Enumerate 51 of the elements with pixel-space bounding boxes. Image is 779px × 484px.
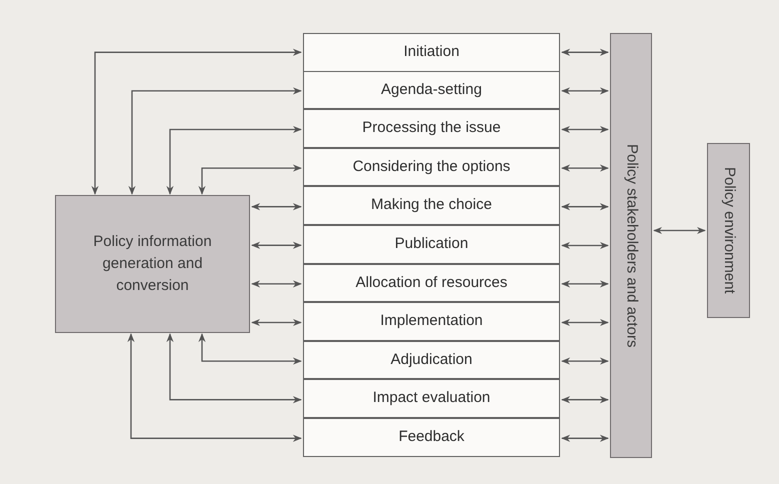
arrow (198, 333, 302, 365)
stage-box (303, 186, 560, 225)
node-label: Agenda-setting (381, 80, 482, 100)
arrow (91, 48, 302, 195)
arrow (128, 87, 302, 195)
node-label: Publication (394, 234, 468, 254)
node-label: Policy environment (720, 167, 739, 294)
stage-box (303, 225, 560, 264)
stage-box (303, 33, 560, 72)
arrow (561, 280, 609, 288)
arrow (251, 280, 302, 288)
arrow (561, 203, 609, 210)
stage-box (303, 302, 560, 341)
arrow (251, 203, 302, 210)
process-box (55, 195, 250, 333)
arrow (561, 126, 609, 134)
arrow (561, 164, 609, 172)
arrow (653, 226, 706, 234)
arrow (561, 87, 609, 94)
arrow (561, 358, 609, 365)
arrow (166, 333, 302, 404)
node-label: Impact evaluation (372, 388, 490, 408)
stage-box (303, 70, 560, 110)
vertical-bar (707, 143, 750, 318)
arrow (198, 164, 302, 195)
arrow (561, 318, 609, 326)
node-label: Considering the options (352, 156, 510, 177)
arrow (166, 126, 302, 195)
stage-box (303, 109, 560, 148)
stage-box (303, 340, 560, 380)
vertical-bar (610, 33, 652, 458)
node-label: Initiation (404, 42, 460, 62)
node-label: Policy stakeholders and actors (622, 144, 642, 348)
arrow (561, 434, 609, 442)
node-label: Making the choice (371, 195, 492, 216)
stage-box (303, 264, 560, 302)
node-label: Policy information generation and conversion (92, 232, 213, 296)
arrow (561, 242, 609, 250)
stage-box (303, 418, 560, 457)
arrow (127, 333, 302, 442)
node-label: Feedback (398, 427, 464, 448)
stage-box (303, 148, 560, 186)
node-label: Allocation of resources (356, 272, 508, 293)
node-label: Implementation (380, 311, 483, 332)
node-label: Processing the issue (362, 118, 501, 138)
arrow (561, 396, 609, 404)
arrow (561, 48, 609, 56)
arrow (251, 318, 302, 326)
node-label: Adjudication (390, 350, 472, 370)
arrow (251, 242, 302, 249)
stage-box (303, 379, 560, 418)
